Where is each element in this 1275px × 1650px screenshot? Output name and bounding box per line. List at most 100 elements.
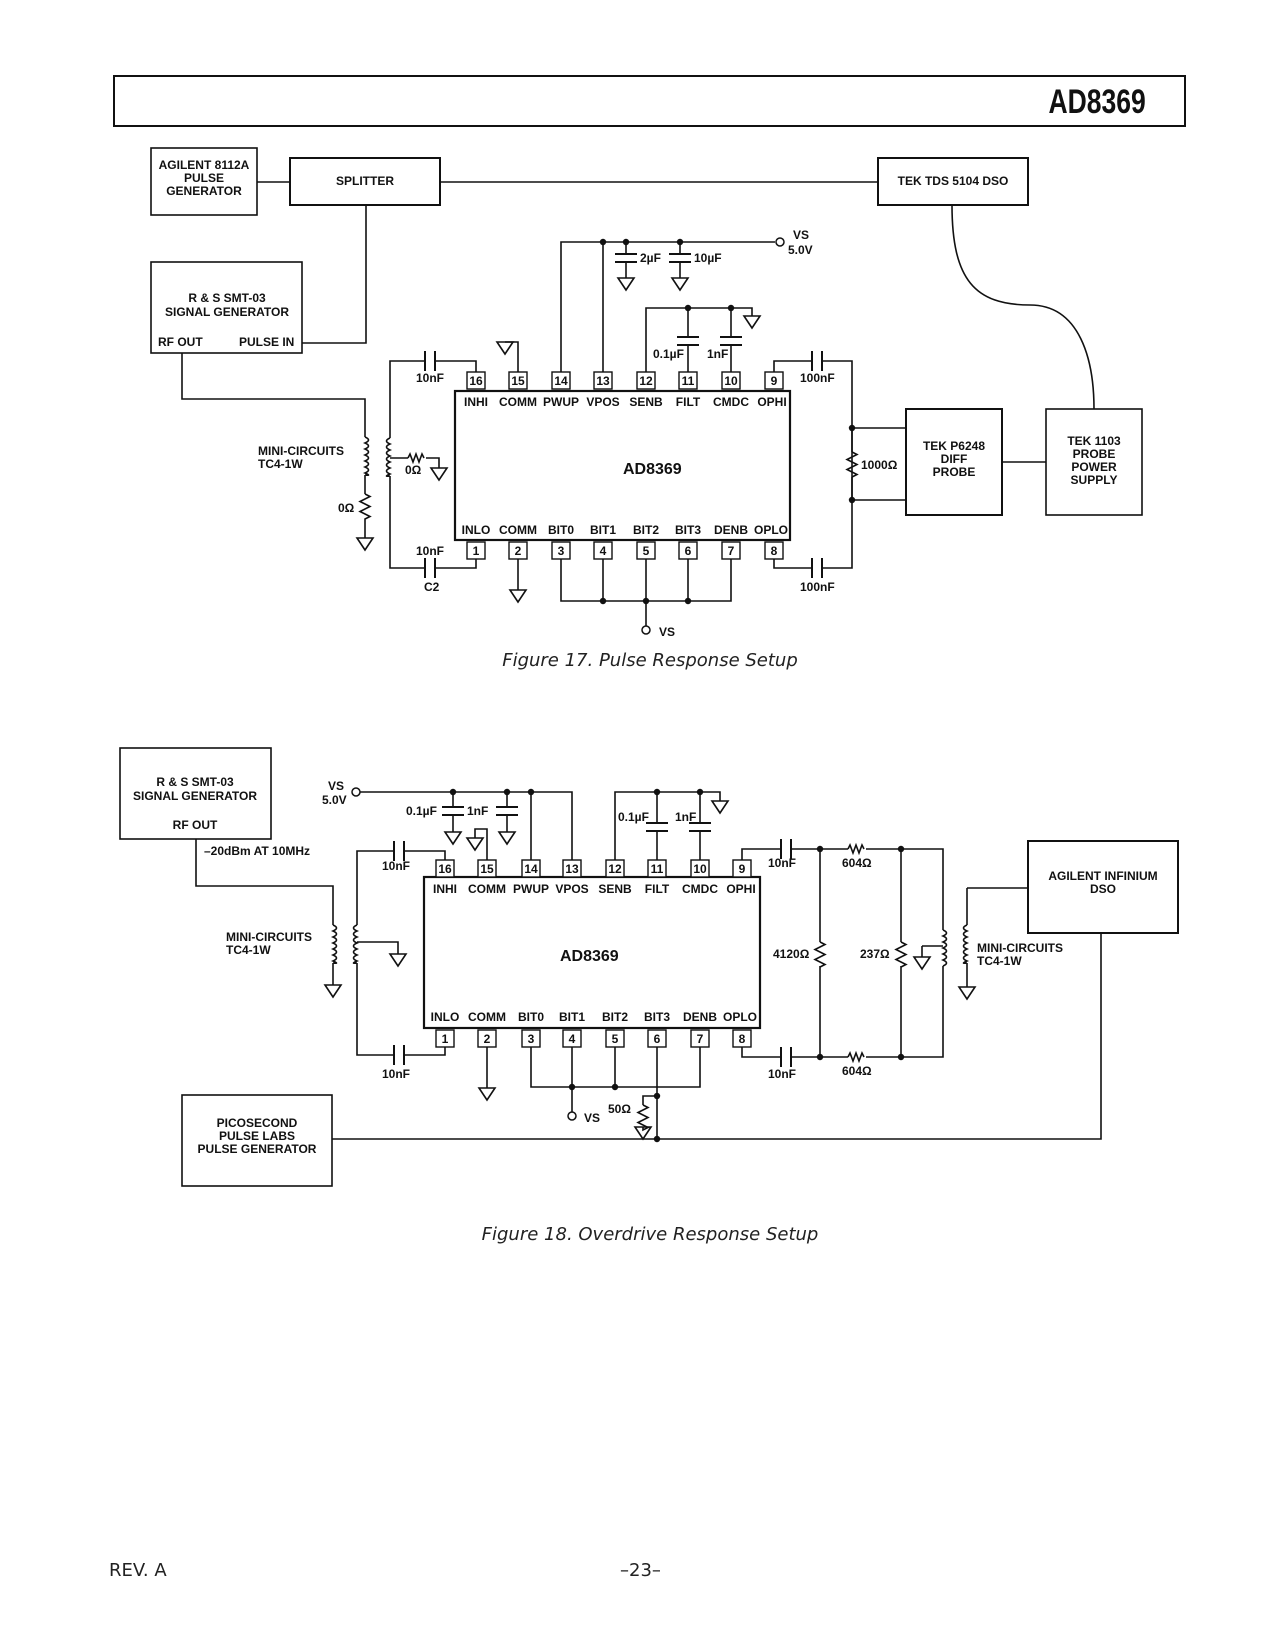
c2-label: C2 [424, 580, 440, 594]
probe-supply-line4: SUPPLY [1071, 473, 1118, 487]
pin-12-num: 12 [639, 374, 653, 388]
c-in-bot-label: 10nF [416, 544, 444, 558]
balun-out-line2: TC4-1W [977, 954, 1022, 968]
vs-18-value: 5.0V [322, 793, 347, 807]
pin-18-bit1-label: BIT1 [559, 1010, 585, 1024]
sig-gen-18-line1: R & S SMT-03 [156, 775, 234, 789]
figure-18-caption: Figure 18. Overdrive Response Setup [482, 1224, 819, 1245]
pin-bit0-label: BIT0 [548, 523, 574, 537]
pin-18-13-num: 13 [565, 862, 579, 876]
balun-out-primary [940, 929, 948, 967]
balun-in-secondary [352, 924, 360, 965]
r-604-top-label: 604Ω [842, 856, 872, 870]
pin-18-5-num: 5 [612, 1032, 619, 1046]
diff-probe-line1: TEK P6248 [923, 439, 985, 453]
pin-4-num: 4 [600, 544, 607, 558]
vs-value-top: 5.0V [788, 243, 813, 257]
pulse-gen-line3: GENERATOR [166, 184, 242, 198]
pin-2-num: 2 [515, 544, 522, 558]
pin-18-bit3-label: BIT3 [644, 1010, 670, 1024]
pin-18-11-num: 11 [651, 862, 664, 876]
pin-pwup-label: PWUP [543, 395, 579, 409]
c-in-top-label: 10nF [416, 371, 444, 385]
pin-18-denb-label: DENB [683, 1010, 717, 1024]
vs-18-terminal-bottom [567, 1111, 577, 1121]
part-number-title: AD8369 [1048, 83, 1146, 121]
pin-14-num: 14 [554, 374, 568, 388]
pin-18-4-num: 4 [569, 1032, 576, 1046]
pin-comm-top-label: COMM [499, 395, 537, 409]
pin-inlo-label: INLO [462, 523, 491, 537]
header-box: AD8369 [113, 75, 1186, 127]
probe-supply-line1: TEK 1103 [1067, 434, 1121, 448]
vs-18-terminal-top [351, 787, 361, 797]
c-1nf-b-label: 1nF [675, 810, 696, 824]
pin-18-filt-label: FILT [645, 882, 670, 896]
c-1nf-a-label: 1nF [467, 804, 488, 818]
pin-6-num: 6 [685, 544, 692, 558]
balun-in-line2: TC4-1W [226, 943, 271, 957]
pin-9-num: 9 [771, 374, 778, 388]
pin-18-senb-label: SENB [598, 882, 632, 896]
pin-13-num: 13 [596, 374, 610, 388]
pin-18-14-num: 14 [524, 862, 538, 876]
pin-cmdc-label: CMDC [713, 395, 749, 409]
pin-8-num: 8 [771, 544, 778, 558]
dso-line2: DSO [1090, 882, 1116, 896]
pin-15-num: 15 [511, 374, 525, 388]
pin-18-comm-bot-label: COMM [468, 1010, 506, 1024]
pin-18-10-num: 10 [693, 862, 707, 876]
sig-gen-line1: R & S SMT-03 [188, 291, 266, 305]
signal-generator-box [150, 261, 303, 354]
dso-line1: AGILENT INFINIUM [1048, 869, 1157, 883]
pin-18-6-num: 6 [654, 1032, 661, 1046]
pin-18-7-num: 7 [697, 1032, 704, 1046]
pin-bit1-label: BIT1 [590, 523, 616, 537]
c-2uf-label: 2µF [640, 251, 661, 265]
balun-primary [362, 436, 370, 477]
pin-inhi-label: INHI [464, 395, 488, 409]
pico-line3: PULSE GENERATOR [198, 1142, 317, 1156]
pin-ophi-label: OPHI [757, 395, 786, 409]
vs-terminal-top [775, 237, 785, 247]
pin-18-16-num: 16 [438, 862, 452, 876]
chip-name: AD8369 [623, 461, 682, 478]
sig-gen-line2: SIGNAL GENERATOR [165, 305, 289, 319]
sig-gen-18-line2: SIGNAL GENERATOR [133, 789, 257, 803]
pin-bit2-label: BIT2 [633, 523, 659, 537]
balun-out-secondary [962, 924, 970, 965]
diff-probe-line2: DIFF [941, 452, 968, 466]
c-01uf-b-label: 0.1µF [618, 810, 649, 824]
balun-out-line1: MINI-CIRCUITS [977, 941, 1063, 955]
pin-18-bit0-label: BIT0 [518, 1010, 544, 1024]
c-1nf-label: 1nF [707, 347, 728, 361]
vs-18-bottom-label: VS [584, 1111, 600, 1125]
pulse-gen-line1: AGILENT 8112A [159, 158, 250, 172]
pin-18-comm-top-label: COMM [468, 882, 506, 896]
r-0-label-b: 0Ω [338, 501, 355, 515]
pin-10-num: 10 [724, 374, 738, 388]
picosecond-box [181, 1094, 333, 1187]
pin-18-2-num: 2 [484, 1032, 491, 1046]
c-18-in-top-label: 10nF [382, 859, 410, 873]
balun-in-line1: MINI-CIRCUITS [226, 930, 312, 944]
pin-18-cmdc-label: CMDC [682, 882, 718, 896]
pin-18-oplo-label: OPLO [723, 1010, 757, 1024]
pin-18-8-num: 8 [739, 1032, 746, 1046]
scope-label: TEK TDS 5104 DSO [898, 174, 1009, 188]
pico-line1: PICOSECOND [217, 1116, 298, 1130]
rf-out-label: RF OUT [158, 335, 203, 349]
pin-18-bit2-label: BIT2 [602, 1010, 628, 1024]
r-load-label: 1000Ω [861, 458, 898, 472]
chip-18-name: AD8369 [560, 948, 619, 965]
chip-18-body [422, 875, 762, 1030]
pin-18-3-num: 3 [528, 1032, 535, 1046]
pin-oplo-label: OPLO [754, 523, 788, 537]
balun-label-line2: TC4-1W [258, 457, 303, 471]
pin-16-num: 16 [469, 374, 483, 388]
vs-terminal-bottom [641, 625, 651, 635]
r-50-label: 50Ω [608, 1102, 631, 1116]
pin-senb-label: SENB [629, 395, 663, 409]
pico-line2: PULSE LABS [219, 1129, 295, 1143]
vs-18-label: VS [328, 779, 344, 793]
